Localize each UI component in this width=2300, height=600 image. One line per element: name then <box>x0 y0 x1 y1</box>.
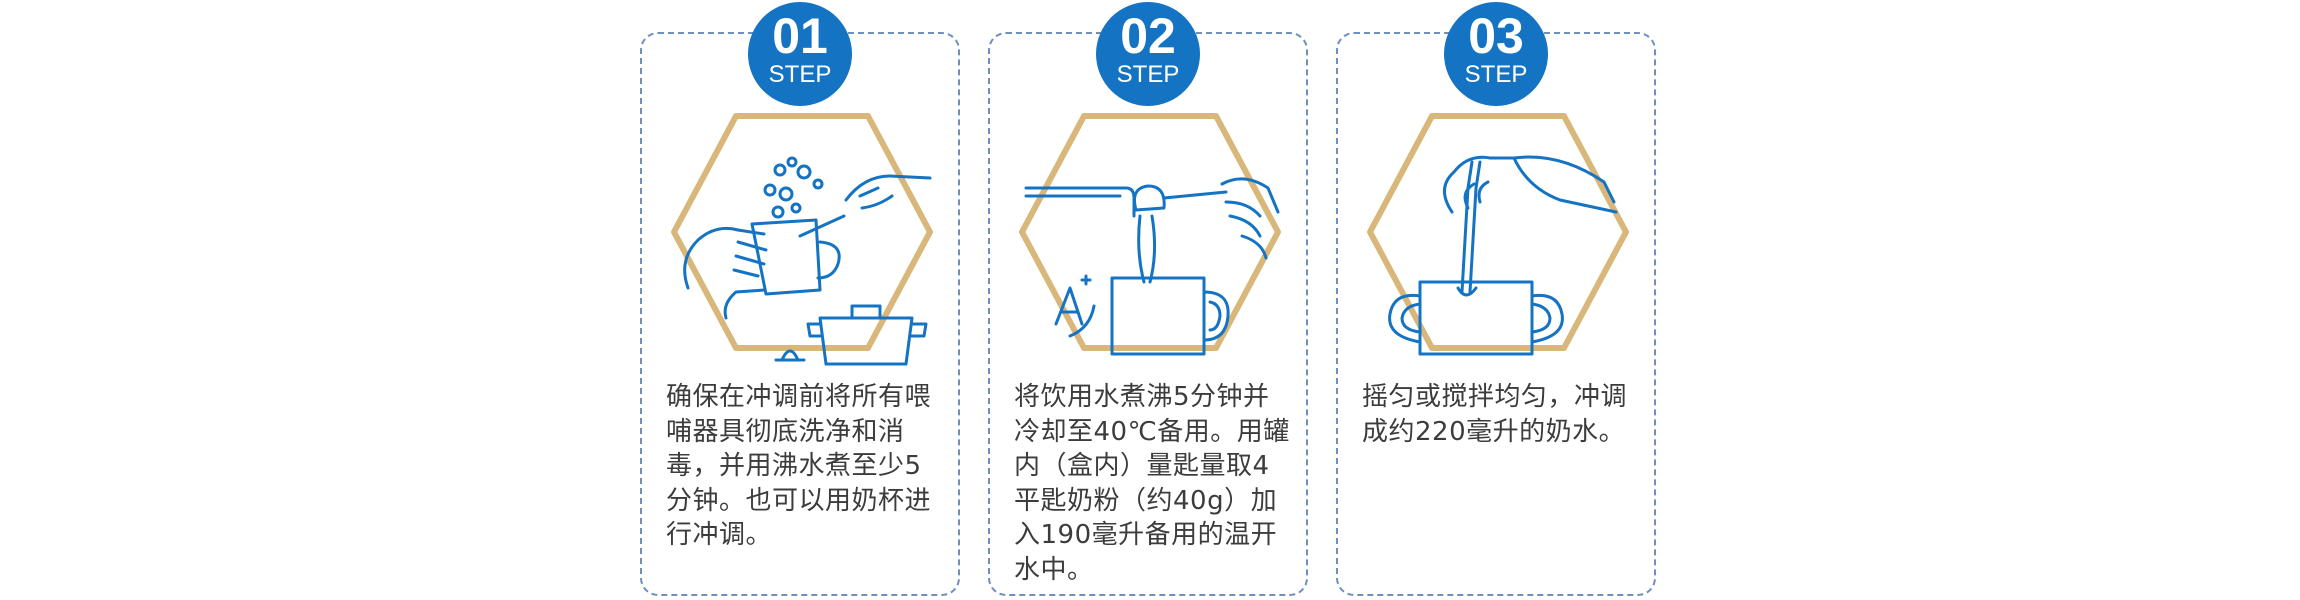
step-label: STEP <box>1464 61 1528 88</box>
step-number: 01 <box>772 8 828 64</box>
wash-and-boil-bottle-icon <box>671 113 933 366</box>
step-card-2: 02 STEP 将饮用水煮沸5分钟并冷却至40℃备用。用罐内（盒内）量匙量 <box>988 2 1308 596</box>
step-number: 02 <box>1120 8 1176 64</box>
step-description: 摇匀或搅拌均匀，冲调成约220毫升的奶水。 <box>1362 382 1628 447</box>
step-description: 将饮用水煮沸5分钟并冷却至40℃备用。用罐内（盒内）量匙量取4平匙奶粉（约40g… <box>1014 382 1290 585</box>
step-number: 03 <box>1468 8 1524 64</box>
step-description: 确保在冲调前将所有喂哺器具彻底洗净和消毒，并用沸水煮至少5分钟。也可以用奶杯进行… <box>666 382 932 550</box>
step-badge-1: 01 STEP <box>748 2 852 106</box>
step-card-1: 01 STEP 确保在冲调前将所 <box>640 2 960 596</box>
measure-powder-icon <box>1019 113 1281 356</box>
stir-cup-icon <box>1367 113 1629 356</box>
step-badge-2: 02 STEP <box>1096 2 1200 106</box>
step-label: STEP <box>1116 61 1180 88</box>
step-card-3: 03 STEP 摇匀或搅拌均匀，冲调成约220毫升的奶水。 <box>1336 2 1656 596</box>
step-badge-3: 03 STEP <box>1444 2 1548 106</box>
step-label: STEP <box>768 61 832 88</box>
